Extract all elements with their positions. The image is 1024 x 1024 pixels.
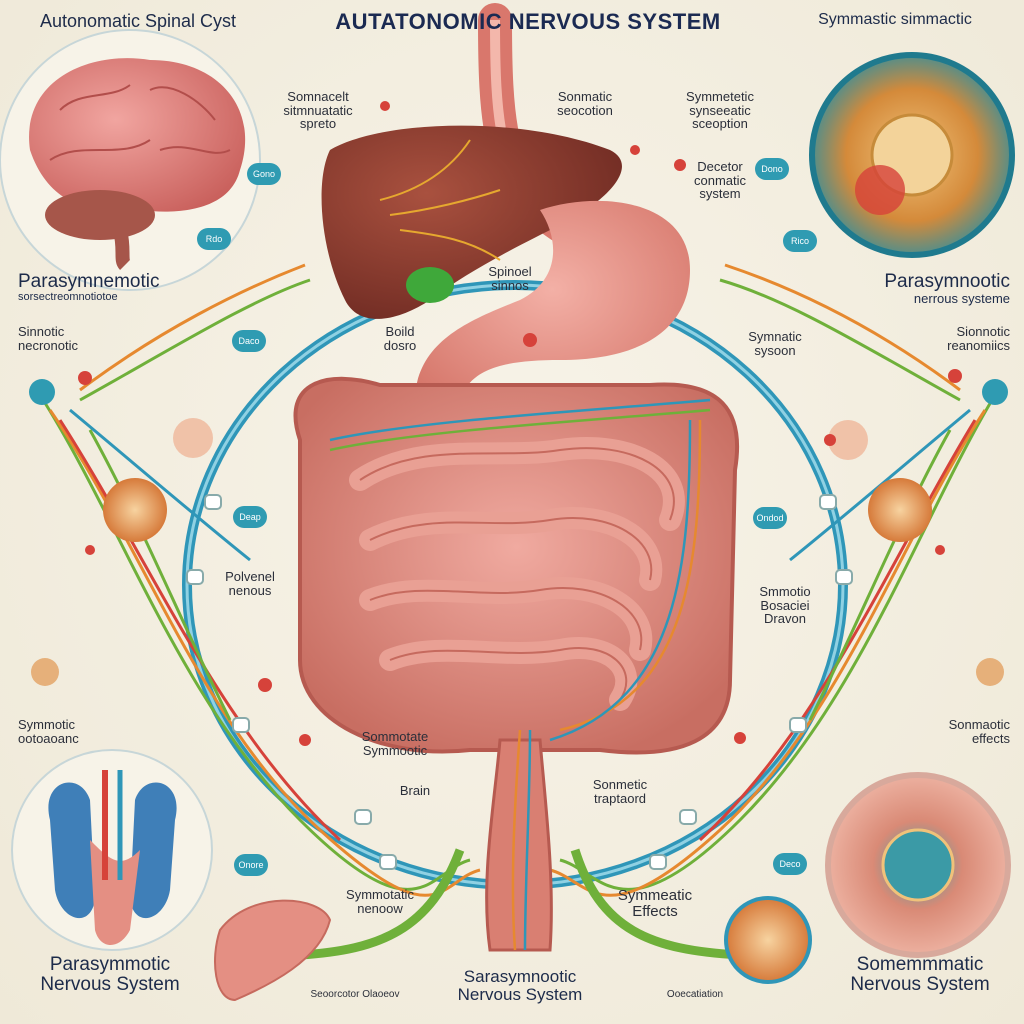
badge: Rico bbox=[783, 230, 817, 252]
liver-nerves bbox=[379, 139, 501, 261]
badge: Rdo bbox=[197, 228, 231, 250]
label-parasympathetic-right: Parasymnootic nerrous systeme bbox=[884, 271, 1010, 306]
label-tiny-bottom-1: Seoorcotor Olaoeov bbox=[310, 989, 400, 1000]
gut-nerves bbox=[329, 398, 711, 951]
green-nerve-left bbox=[299, 848, 465, 960]
page-title: AUTATONOMIC NERVOUS SYSTEM bbox=[335, 9, 721, 34]
ring-junctions bbox=[186, 494, 853, 870]
ganglion-right bbox=[868, 478, 932, 542]
brain bbox=[29, 58, 246, 212]
kidney-colon bbox=[48, 782, 95, 919]
badge: Daco bbox=[232, 330, 266, 352]
badge: Dono bbox=[755, 158, 789, 180]
corner-label-top-left: Autonomatic Spinal Cyst bbox=[39, 11, 237, 31]
badge: Gono bbox=[247, 163, 281, 185]
nerve-knobs bbox=[29, 379, 1008, 405]
badge: Deap bbox=[233, 506, 267, 528]
corner-label-top-right: Symmastic simmactic bbox=[818, 11, 972, 28]
nerve-cell-bottom bbox=[724, 896, 812, 984]
liver bbox=[321, 125, 622, 319]
right-nerve-bundle bbox=[549, 263, 997, 897]
label-brain: Brain bbox=[399, 783, 431, 798]
green-nerve-right bbox=[570, 848, 741, 960]
small-liver bbox=[214, 899, 332, 1002]
label-tiny-bottom-2: Ooecatiation bbox=[666, 989, 724, 1000]
badge: Ondod bbox=[753, 507, 787, 529]
badge: Onore bbox=[234, 854, 268, 876]
label-parasympathetic-left: Parasymnemotic sorsectreomnotiotoe bbox=[18, 271, 160, 303]
rectum bbox=[485, 738, 553, 952]
badge: Deco bbox=[773, 853, 807, 875]
stomach bbox=[414, 200, 690, 422]
ganglion-left bbox=[103, 478, 167, 542]
